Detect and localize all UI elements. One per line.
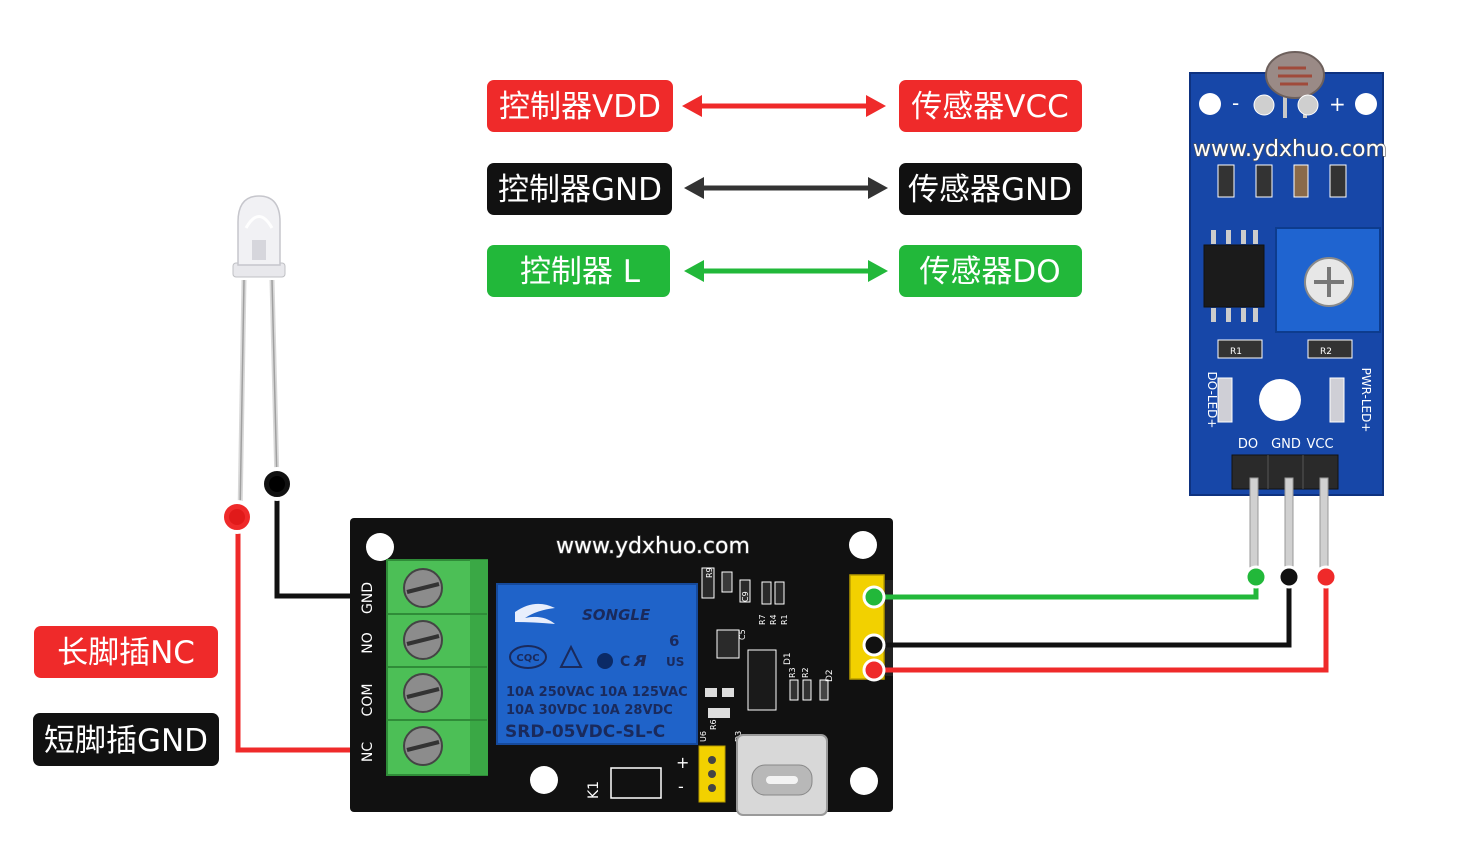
legend: 控制器VDD 传感器VCC 控制器GND 传感器GND 控制器 L 传感器DO <box>487 80 1082 297</box>
light-sensor-board: - + www.ydxhuo.com <box>1189 51 1388 496</box>
sensor-plus-label: + <box>1329 92 1346 116</box>
signal-wires <box>874 577 1329 673</box>
callout-long-leg-label: 长脚插NC <box>57 635 195 671</box>
sensor-watermark: www.ydxhuo.com <box>1193 137 1387 162</box>
wire-black-gnd <box>874 577 1292 648</box>
legend-arrow-gnd-gnd <box>684 177 888 199</box>
silk-r3: R3 <box>788 667 797 678</box>
terminal-label-nc: NC <box>360 742 376 762</box>
legend-sensor-vcc-label: 传感器VCC <box>911 89 1069 125</box>
sensor-pin-do-label: DO <box>1238 437 1258 452</box>
silk-r1: R1 <box>780 614 789 625</box>
sensor-smd <box>1217 164 1347 198</box>
terminal-screw-com <box>403 673 443 713</box>
cqc-mark <box>509 645 547 669</box>
terminal-label-no: NO <box>360 632 376 654</box>
terminal-screw-no <box>403 620 443 660</box>
legend-sensor-vcc-box <box>899 80 1082 132</box>
cqc-text: CQC <box>516 653 539 664</box>
silk-r9: R9 <box>705 567 714 578</box>
legend-controller-gnd-label: 控制器GND <box>498 172 662 208</box>
terminal-block <box>386 559 488 776</box>
pwr-led <box>1329 377 1345 423</box>
sensor-pin-gnd-label: GND <box>1271 437 1301 452</box>
silk-u6: U6 <box>699 731 708 742</box>
callout-short-leg-box <box>33 713 219 766</box>
relay-pin-number: 6 <box>669 632 679 650</box>
sensor-pin-vcc-label: VCC <box>1306 437 1333 452</box>
usb-c-port <box>736 734 828 816</box>
legend-sensor-do-box <box>899 245 1082 297</box>
relay-watermark: www.ydxhuo.com <box>556 534 750 559</box>
legend-controller-l-box <box>487 245 670 297</box>
sensor-minus-label: - <box>1232 91 1239 115</box>
silk-r7: R7 <box>758 614 767 625</box>
relay-board: GND NO COM NC <box>350 518 893 816</box>
legend-sensor-gnd-box <box>899 163 1082 215</box>
k1-footprint <box>610 767 662 799</box>
relay-pin-l-dot <box>862 585 886 609</box>
do-led <box>1217 377 1233 423</box>
legend-sensor-do-label: 传感器DO <box>919 254 1060 290</box>
silk-c9: C9 <box>741 591 750 602</box>
terminal-label-gnd: GND <box>360 582 376 614</box>
songle-logo-icon <box>515 603 555 624</box>
relay-component: SONGLE 6 CQC C ᴙ US 10A 250VAC 10A 125VA… <box>496 583 698 745</box>
do-led-label: DO-LED+ <box>1205 372 1219 429</box>
sensor-pin-gnd-dot <box>1277 565 1301 589</box>
legend-controller-vdd-label: 控制器VDD <box>499 89 661 125</box>
silk-c5: C5 <box>738 629 747 640</box>
potentiometer <box>1275 227 1381 333</box>
relay-pin-gnd-dot <box>862 633 886 657</box>
silk-plus: + <box>676 753 689 772</box>
warning-triangle-icon <box>559 644 583 668</box>
relay-pin-vdd-dot <box>862 658 886 682</box>
sensor-r1-label: R1 <box>1230 347 1242 357</box>
sensor-r2-label: R2 <box>1320 347 1332 357</box>
silk-k1: K1 <box>586 781 602 799</box>
relay-spec-line-2: 10A 30VDC 10A 28VDC <box>506 703 673 718</box>
terminal-label-com: COM <box>360 684 376 717</box>
led-wires <box>220 467 352 753</box>
sensor-pin-do-dot <box>1244 565 1268 589</box>
sensor-pin-vcc-dot <box>1314 565 1338 589</box>
callout-long-leg-box <box>34 626 218 678</box>
legend-arrow-vdd-vcc <box>682 95 886 117</box>
silk-r2: R2 <box>801 667 810 678</box>
wire-green-l-do <box>874 577 1259 600</box>
silk-d2: D2 <box>825 669 835 682</box>
connection-dots <box>862 565 1338 682</box>
legend-controller-vdd-box <box>487 80 673 132</box>
power-header <box>698 745 726 803</box>
legend-controller-l-label: 控制器 L <box>520 254 641 290</box>
silk-d1: D1 <box>783 652 793 665</box>
relay-model: SRD-05VDC-SL-C <box>505 722 665 742</box>
smd-components <box>701 567 829 718</box>
ul-us-mark: US <box>666 655 684 669</box>
legend-sensor-gnd-label: 传感器GND <box>908 172 1072 208</box>
ul-c-mark: C <box>620 654 630 670</box>
wire-red-vdd-vcc <box>874 577 1329 673</box>
led <box>232 195 286 516</box>
terminal-screw-nc <box>403 726 443 766</box>
callout-short-leg-label: 短脚插GND <box>44 723 208 759</box>
silk-minus: - <box>678 777 684 796</box>
legend-controller-gnd-box <box>487 163 672 215</box>
ul-logo: ᴙ <box>633 647 647 671</box>
silk-r4: R4 <box>769 614 778 625</box>
terminal-screw-gnd <box>403 568 443 608</box>
silk-r6: R6 <box>709 719 718 730</box>
relay-spec-line-1: 10A 250VAC 10A 125VAC <box>506 685 688 700</box>
relay-brand: SONGLE <box>582 606 651 624</box>
comparator-ic <box>1203 230 1265 322</box>
pwr-led-label: PWR-LED+ <box>1359 368 1373 433</box>
legend-arrow-l-do <box>684 260 888 282</box>
